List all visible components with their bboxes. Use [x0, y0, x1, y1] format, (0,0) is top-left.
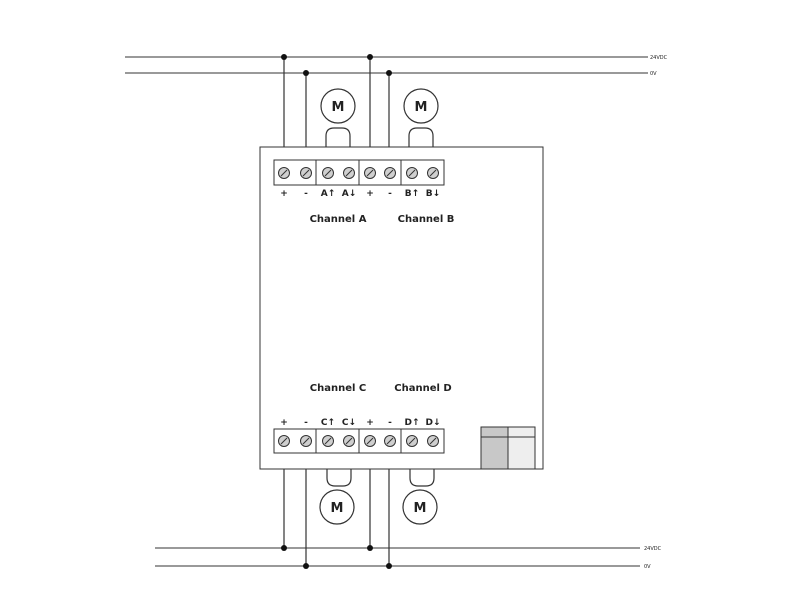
channel-b-label: Channel B [398, 214, 455, 225]
bottom-terminal-labels: + - C↑ C↓ + - D↑ D↓ [280, 418, 440, 428]
bottom-terminal-label: D↓ [425, 418, 440, 428]
top-terminal-labels: + - A↑ A↓ + - B↑ B↓ [280, 189, 440, 199]
top-terminal-label: - [304, 189, 308, 199]
top-terminal-block [273, 159, 445, 186]
top-terminal-screw-slot [408, 169, 416, 177]
motor-b-icon [403, 88, 439, 124]
bottom-terminal-block [273, 428, 445, 454]
motor-c-label: M [331, 501, 344, 516]
indicator-panel [480, 426, 536, 470]
bottom-terminal-label: - [388, 418, 392, 428]
top-terminal-label: + [366, 189, 374, 199]
motor-d-icon [402, 489, 438, 525]
channel-a-label: Channel A [310, 214, 367, 225]
bottom-terminal-label: + [280, 418, 288, 428]
bottom-terminal-screw-slot [302, 437, 310, 445]
top-terminal-screw-slot [429, 169, 437, 177]
top-24vdc-label: 24VDC [650, 55, 668, 61]
top-junction-dots [281, 54, 392, 76]
motor-a: M [320, 88, 356, 160]
motor-d-label: M [414, 501, 427, 516]
bottom-terminal-label: D↑ [404, 418, 419, 428]
bottom-terminal-label: + [366, 418, 374, 428]
motor-b-label: M [415, 100, 428, 115]
top-terminal-label: + [280, 189, 288, 199]
bottom-terminal-label: - [304, 418, 308, 428]
bottom-terminal-screw-slot [366, 437, 374, 445]
top-terminal-screw-slot [345, 169, 353, 177]
bottom-24vdc-label: 24VDC [644, 546, 662, 552]
bottom-terminal-screw-slot [324, 437, 332, 445]
indicator-dark [480, 426, 509, 470]
bottom-terminal-screw-slot [280, 437, 288, 445]
bottom-0v-label: 0V [644, 564, 651, 570]
motor-c: M [319, 452, 355, 525]
bottom-terminal-screw-slot [386, 437, 394, 445]
channel-c-label: Channel C [310, 383, 366, 394]
motor-a-label: M [332, 100, 345, 115]
top-terminal-screw-slot [280, 169, 288, 177]
controller-module [259, 146, 544, 470]
top-terminal-screw-slot [386, 169, 394, 177]
top-terminal-label: B↑ [405, 189, 419, 199]
channel-d-label: Channel D [394, 383, 451, 394]
motor-b: M [403, 88, 439, 160]
bottom-terminal-screw-slot [429, 437, 437, 445]
indicator-light [507, 426, 536, 470]
top-terminal-screw-slot [324, 169, 332, 177]
motor-c-icon [319, 489, 355, 525]
bottom-terminal-label: C↓ [342, 418, 356, 428]
bottom-terminal-screw-slot [345, 437, 353, 445]
top-0v-label: 0V [650, 71, 657, 77]
motor-d: M [402, 452, 438, 525]
top-terminal-label: B↓ [426, 189, 440, 199]
top-terminal-label: A↑ [321, 189, 336, 199]
bottom-terminal-screw-slot [408, 437, 416, 445]
top-terminal-label: A↓ [342, 189, 357, 199]
bottom-junction-dots [281, 545, 392, 569]
bottom-terminal-label: C↑ [321, 418, 335, 428]
top-terminal-screw-slot [302, 169, 310, 177]
top-terminal-screw-slot [366, 169, 374, 177]
top-terminal-label: - [388, 189, 392, 199]
bottom-rails [155, 547, 640, 567]
motor-a-icon [320, 88, 356, 124]
top-rails [125, 56, 648, 74]
